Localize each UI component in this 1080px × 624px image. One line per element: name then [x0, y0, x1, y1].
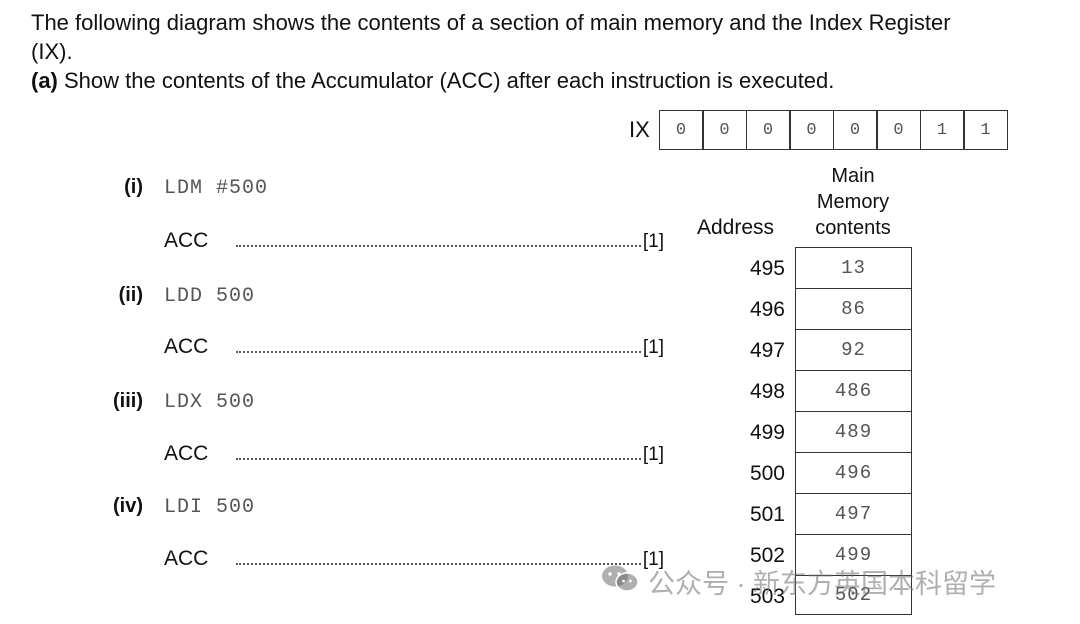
memory-address: 495 — [749, 257, 785, 280]
memory-address: 499 — [749, 421, 785, 444]
mark-label: [1] — [642, 337, 664, 358]
header-line: Memory — [816, 191, 890, 213]
question-label-iii: (iii) — [113, 390, 143, 412]
ix-bit: 1 — [919, 110, 965, 150]
intro-line-3: (a) Show the contents of the Accumulator… — [31, 66, 1071, 95]
mark-label: [1] — [642, 444, 664, 465]
memory-cell: 92 — [795, 329, 912, 371]
acc-label: ACC — [164, 547, 209, 570]
question-label-i: (i) — [124, 176, 143, 198]
acc-label: ACC — [164, 335, 209, 358]
ix-register: 0 0 0 0 0 0 1 1 — [658, 110, 1008, 150]
memory-address: 500 — [749, 462, 785, 485]
memory-address: 496 — [749, 298, 785, 321]
part-label: (a) — [31, 68, 58, 93]
header-line: Main — [831, 165, 875, 187]
ix-bit: 0 — [658, 110, 704, 150]
memory-contents-header: Main Memory contents — [800, 163, 906, 241]
memory-address: 501 — [749, 503, 785, 526]
ix-bit: 0 — [702, 110, 747, 150]
wechat-icon — [600, 563, 648, 600]
ix-bit: 1 — [963, 110, 1008, 150]
answer-line[interactable] — [236, 231, 641, 247]
part-text: Show the contents of the Accumulator (AC… — [57, 68, 835, 93]
question-label-iv: (iv) — [113, 495, 143, 517]
ix-bit: 0 — [789, 110, 834, 150]
intro-line-2: (IX). — [31, 39, 73, 64]
acc-label: ACC — [164, 229, 209, 252]
memory-cell: 489 — [795, 411, 912, 453]
answer-line[interactable] — [236, 337, 641, 353]
address-header: Address — [697, 216, 775, 239]
memory-cell: 502 — [795, 575, 912, 615]
ix-bit: 0 — [832, 110, 878, 150]
header-line: contents — [815, 217, 891, 239]
answer-row-iv[interactable]: ACC [1] — [164, 547, 664, 571]
watermark-text: 公众号 · 新东方英国本科留学 — [648, 569, 996, 599]
answer-line[interactable] — [236, 549, 641, 565]
memory-address: 498 — [749, 380, 785, 403]
intro-line-1: The following diagram shows the contents… — [31, 10, 951, 35]
memory-cell: 497 — [795, 493, 912, 535]
acc-label: ACC — [164, 442, 209, 465]
instruction-ii: LDD 500 — [164, 285, 256, 308]
mark-label: [1] — [642, 231, 664, 252]
answer-row-i[interactable]: ACC [1] — [164, 229, 664, 253]
watermark: 公众号 · 新东方英国本科留学 — [600, 562, 996, 601]
ix-bit: 0 — [745, 110, 791, 150]
instruction-i: LDM #500 — [164, 177, 269, 200]
answer-line[interactable] — [236, 444, 641, 460]
memory-cell: 496 — [795, 452, 912, 494]
answer-row-iii[interactable]: ACC [1] — [164, 442, 664, 466]
question-intro: The following diagram shows the contents… — [31, 8, 1071, 95]
memory-cell: 86 — [795, 288, 912, 330]
memory-cell: 486 — [795, 370, 912, 412]
instruction-iii: LDX 500 — [164, 391, 256, 414]
memory-cell: 13 — [795, 247, 912, 289]
ix-label: IX — [629, 117, 650, 142]
memory-address: 502 — [749, 544, 785, 567]
mark-label: [1] — [642, 549, 664, 570]
memory-address: 503 — [749, 585, 785, 608]
ix-bit: 0 — [876, 110, 921, 150]
answer-row-ii[interactable]: ACC [1] — [164, 335, 664, 359]
memory-address: 497 — [749, 339, 785, 362]
question-label-ii: (ii) — [118, 284, 143, 306]
instruction-iv: LDI 500 — [164, 496, 256, 519]
